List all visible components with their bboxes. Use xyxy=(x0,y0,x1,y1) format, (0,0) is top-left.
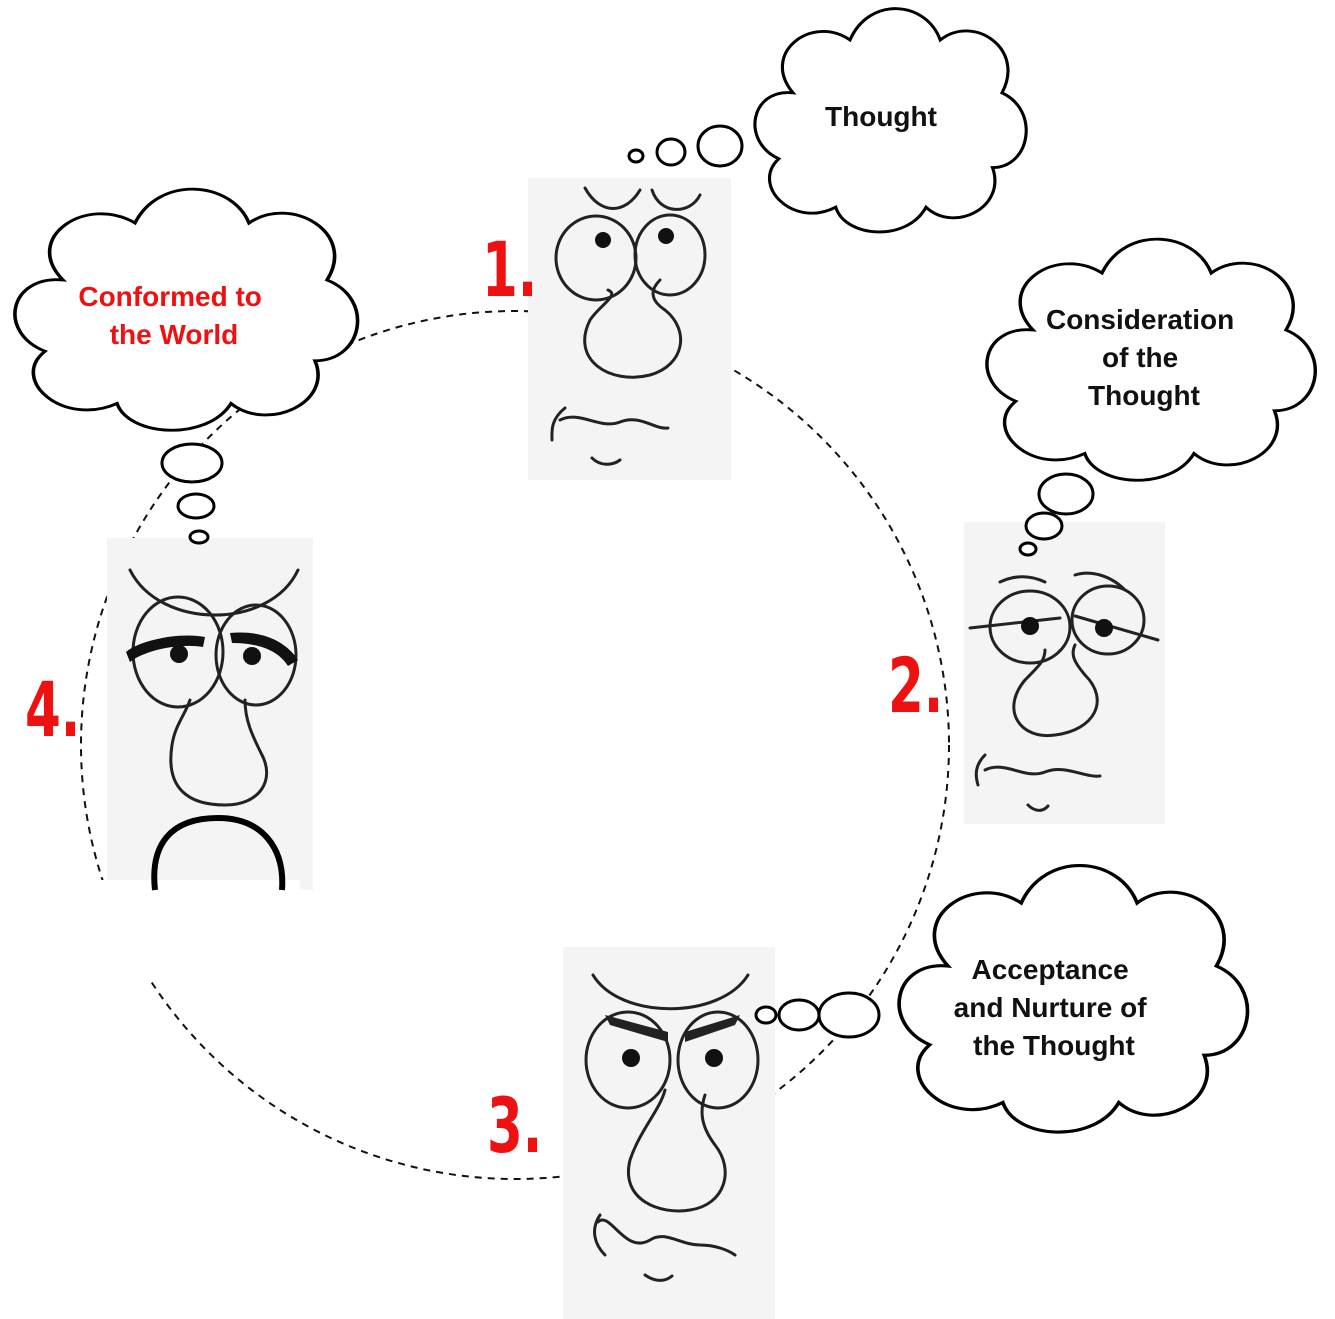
worried-face xyxy=(550,186,707,466)
thought-text-2: Consideration of the Thought xyxy=(1046,304,1242,411)
pondering-face xyxy=(968,571,1160,812)
thought-trail-4 xyxy=(160,442,224,545)
thought-trail-1 xyxy=(627,124,744,168)
stage-number-2: 2. xyxy=(888,643,943,731)
stage-number-4: 4. xyxy=(25,667,80,755)
thought-trail-2 xyxy=(1018,472,1095,557)
face-panel-1 xyxy=(528,178,731,480)
face-panel-4 xyxy=(107,538,313,890)
thought-text-1: Thought xyxy=(825,101,937,132)
thought-text-4: Conformed to the World xyxy=(78,281,269,350)
thought-text-3: Acceptance and Nurture of the Thought xyxy=(954,954,1155,1061)
stage-number-3: 3. xyxy=(487,1083,542,1171)
stage-number-1: 1. xyxy=(482,227,537,315)
angry-face xyxy=(126,568,300,891)
face-panel-3 xyxy=(563,947,775,1319)
face-panel-2 xyxy=(964,522,1165,824)
scowling-face xyxy=(584,973,760,1282)
thought-trail-3 xyxy=(754,991,881,1039)
cycle-ring xyxy=(80,310,950,1180)
